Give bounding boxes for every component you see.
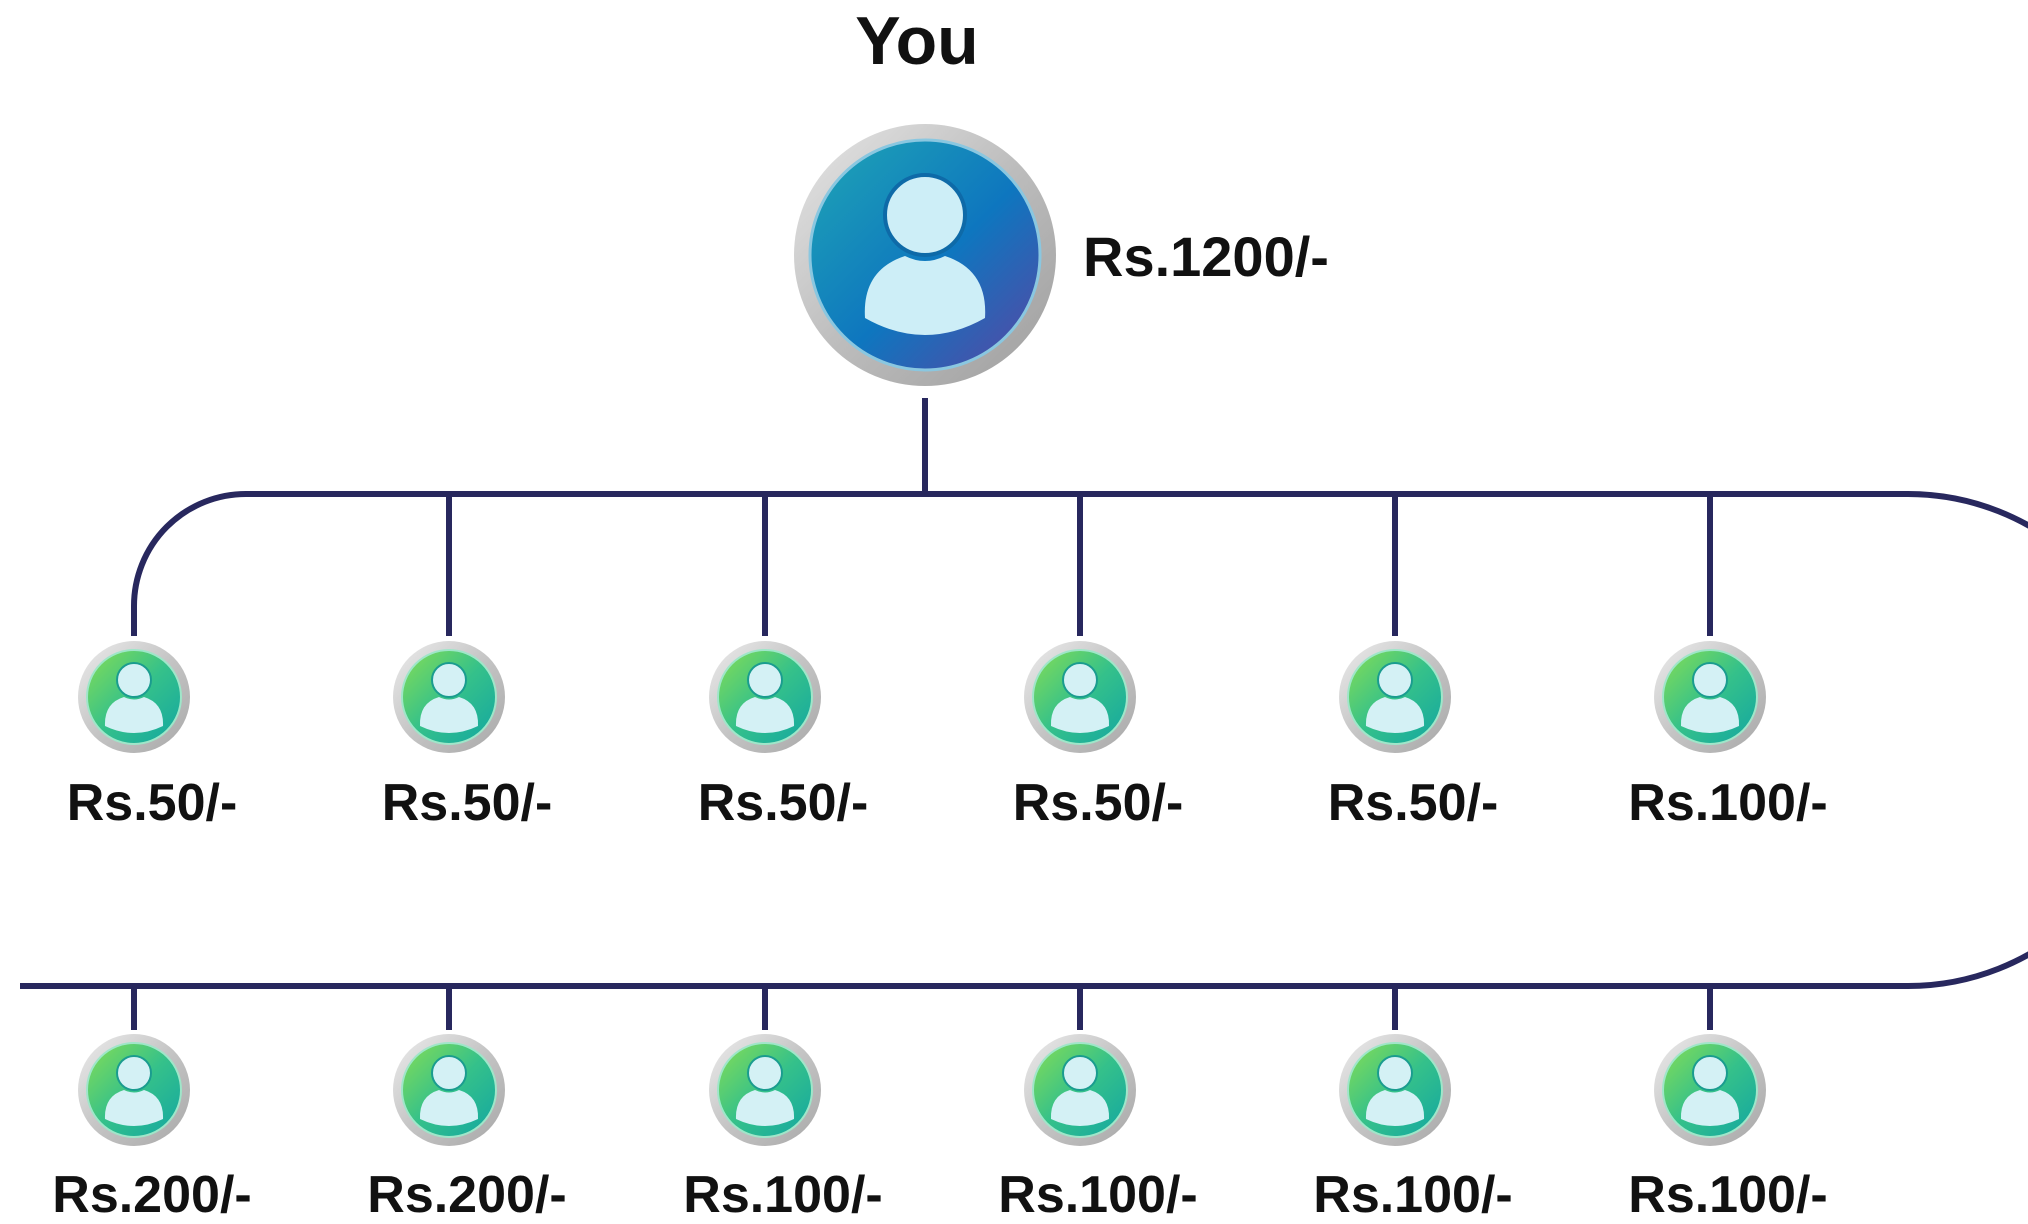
user-icon [419, 662, 479, 733]
level1-member-node: Rs.50/- [382, 641, 553, 832]
level1-member-node: Rs.50/- [1328, 641, 1499, 832]
level1-member-node: Rs.50/- [67, 641, 238, 832]
level2-nodes: Rs.200/- Rs.200/- Rs.100/- Rs.100/- Rs.100/-… [52, 1034, 1828, 1224]
user-icon [1680, 1055, 1740, 1126]
user-icon [735, 662, 795, 733]
user-icon [735, 1055, 795, 1126]
member-amount-label: Rs.50/- [382, 774, 553, 832]
level1-member-node: Rs.100/- [1628, 641, 1828, 832]
user-icon [1365, 662, 1425, 733]
member-amount-label: Rs.100/- [998, 1166, 1197, 1224]
level1-member-node: Rs.50/- [698, 641, 869, 832]
user-icon [1050, 1055, 1110, 1126]
member-amount-label: Rs.200/- [367, 1166, 566, 1224]
level2-member-node: Rs.200/- [52, 1034, 252, 1224]
user-icon [419, 1055, 479, 1126]
member-amount-label: Rs.50/- [698, 774, 869, 832]
member-amount-label: Rs.200/- [52, 1166, 251, 1224]
root-title: You [855, 3, 978, 79]
member-amount-label: Rs.50/- [1328, 774, 1499, 832]
level2-member-node: Rs.200/- [367, 1034, 567, 1224]
member-amount-label: Rs.100/- [1628, 1166, 1827, 1224]
user-icon [1050, 662, 1110, 733]
user-icon [864, 173, 986, 335]
member-amount-label: Rs.50/- [67, 774, 238, 832]
member-amount-label: Rs.100/- [1313, 1166, 1512, 1224]
user-icon [104, 662, 164, 733]
level1-member-node: Rs.50/- [1013, 641, 1184, 832]
member-amount-label: Rs.50/- [1013, 774, 1184, 832]
user-icon [1365, 1055, 1425, 1126]
member-amount-label: Rs.100/- [683, 1166, 882, 1224]
level1-bus [20, 491, 2028, 989]
connector-lines [20, 398, 2028, 1030]
member-amount-label: Rs.100/- [1628, 774, 1827, 832]
user-icon [104, 1055, 164, 1126]
level1-nodes: Rs.50/- Rs.50/- Rs.50/- Rs.50/- Rs.50/- Rs.10… [67, 641, 1828, 832]
level2-member-node: Rs.100/- [683, 1034, 883, 1224]
level2-member-node: Rs.100/- [1313, 1034, 1513, 1224]
root-node [794, 124, 1056, 386]
user-icon [1680, 662, 1740, 733]
level2-member-node: Rs.100/- [1628, 1034, 1828, 1224]
level2-member-node: Rs.100/- [998, 1034, 1198, 1224]
root-amount-label: Rs.1200/- [1083, 225, 1329, 288]
